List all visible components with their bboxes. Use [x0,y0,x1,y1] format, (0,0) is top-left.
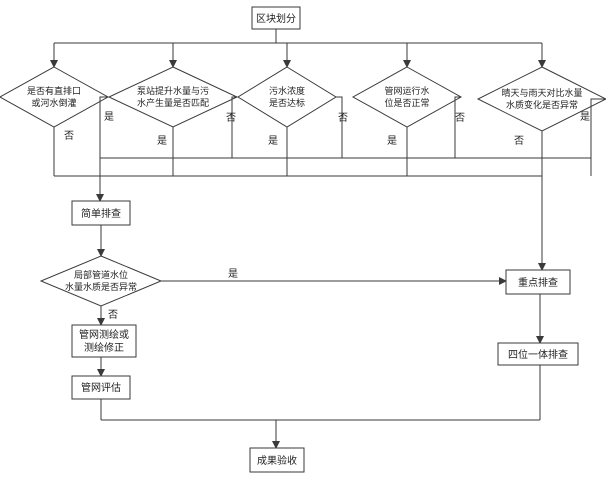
d1-yes-label: 是 [104,111,114,123]
d3-no-label: 否 [338,112,348,124]
network-eval-label: 管网评估 [81,381,121,394]
survey-text-1: 管网测绘或 [79,328,129,341]
d5-yes-line [590,98,606,158]
decision2-text-1: 泵站提升水量与污 [137,85,209,97]
acceptance-label: 成果验收 [257,454,297,467]
decision-local-pipe [39,255,163,307]
d4-yes-label: 是 [387,135,397,147]
decision3-text-1: 污水浓度 [269,85,305,97]
decision-direct-outlet [0,66,110,128]
d5-yes-label: 是 [580,111,590,123]
d2-no-label: 否 [226,112,236,124]
decision1-text-1: 是否有直排口 [27,85,81,97]
d2-yes-label: 是 [157,135,167,147]
d1-no-label: 否 [64,130,74,142]
d4-no-label: 否 [455,112,465,124]
decision-water-level [351,66,463,128]
d6-no-label: 否 [108,309,118,321]
d6-yes-label: 是 [228,268,238,280]
survey-box [71,324,137,358]
decision4-text-1: 管网运行水 [384,85,429,97]
d4-no-line [454,96,461,158]
survey-text-2: 测绘修正 [84,341,124,354]
decision6-text-2: 水量水质是否异常 [65,281,137,293]
decision4-text-2: 位是否正常 [384,97,429,109]
d3-yes-label: 是 [268,135,278,147]
decision-concentration [237,66,337,128]
key-check-label: 重点排查 [518,276,558,289]
four-in-one-label: 四位一体排查 [508,348,568,361]
d2-no-line [231,96,237,158]
block-division-label: 区块划分 [256,12,296,25]
simple-check-box [71,200,131,226]
decision-pump-volume [107,66,239,128]
decision3-text-2: 是否达标 [269,97,305,109]
decision5-text-2: 水质变化是否异常 [506,99,578,111]
decision1-text-2: 或河水倒灌 [31,97,76,109]
decision5-text-1: 晴天与雨天对比水量 [501,87,582,99]
key-check-box [505,269,571,295]
d3-no-line [336,96,343,158]
four-in-one-box [497,342,579,366]
d5-no-label: 否 [514,135,524,147]
decision2-text-2: 水产生量是否匹配 [137,97,209,109]
decision6-text-1: 局部管道水位 [74,269,128,281]
d1-yes-line [99,96,108,158]
acceptance-box [249,447,305,473]
simple-check-label: 简单排查 [81,207,121,220]
